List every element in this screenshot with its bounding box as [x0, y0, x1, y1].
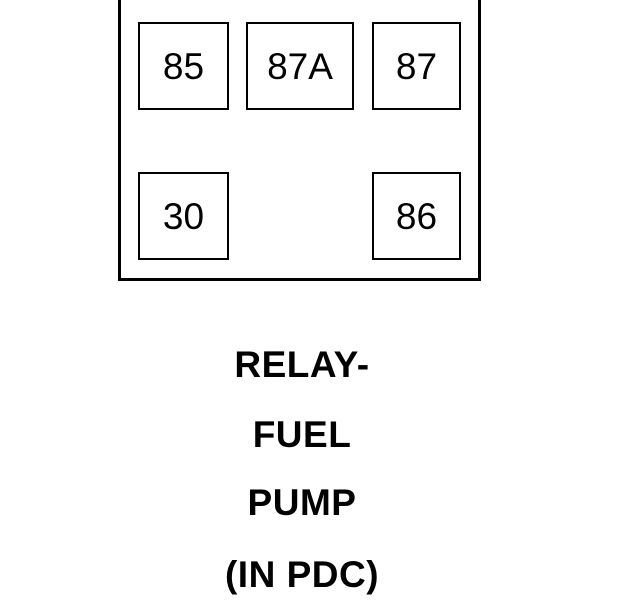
caption-line-4: (IN PDC)	[224, 554, 380, 595]
caption-line-3: PUMP	[247, 482, 357, 523]
relay-housing-outline	[118, 0, 481, 281]
terminal-87a: 87A	[246, 22, 354, 110]
terminal-87: 87	[372, 22, 461, 110]
terminal-30-label: 30	[162, 195, 205, 237]
terminal-30: 30	[138, 172, 229, 260]
terminal-87a-label: 87A	[267, 45, 333, 87]
terminal-87-label: 87	[395, 45, 438, 87]
caption-line-2: FUEL	[252, 414, 352, 455]
terminal-86: 86	[372, 172, 461, 260]
caption-line-1: RELAY-	[234, 344, 370, 385]
terminal-85: 85	[138, 22, 229, 110]
terminal-86-label: 86	[395, 195, 438, 237]
terminal-85-label: 85	[162, 45, 205, 87]
